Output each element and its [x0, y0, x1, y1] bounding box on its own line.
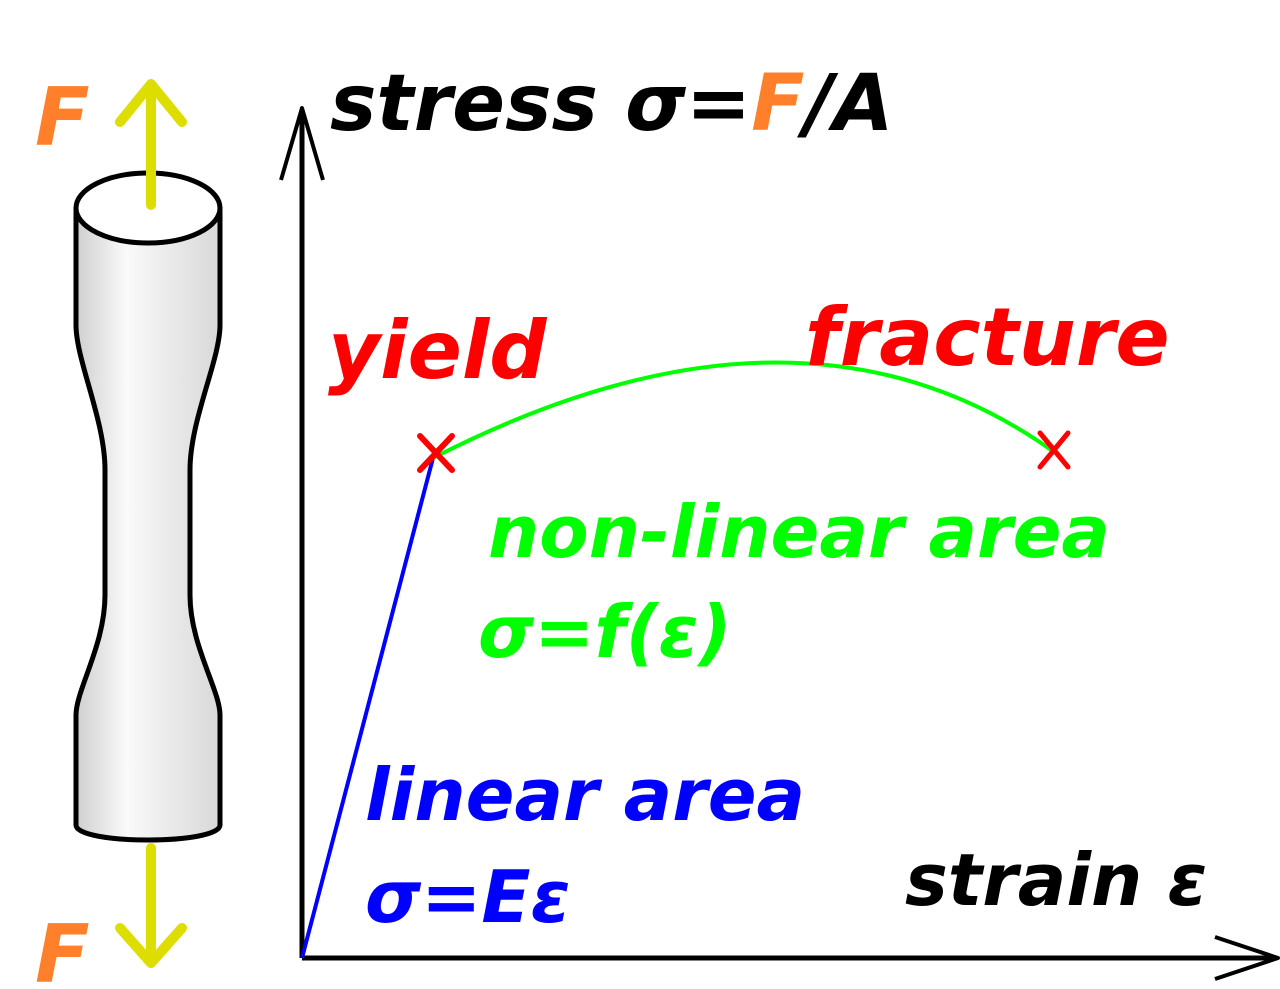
linear-area-label: linear area [365, 753, 805, 837]
y-axis [279, 106, 325, 958]
nonlinear-region-curve [432, 360, 1056, 460]
force-label-bottom: F [35, 908, 90, 989]
specimen-body [73, 205, 223, 843]
force-label-top: F [35, 71, 90, 164]
yield-label: yield [328, 304, 547, 397]
x-axis-label: strain ε [905, 838, 1207, 922]
yield-point-marker-icon [417, 433, 455, 473]
fracture-point-marker-icon [1037, 430, 1071, 470]
force-arrow-up-icon [115, 79, 187, 210]
tensile-specimen [73, 170, 223, 843]
y-axis-label-suffix: /A [797, 59, 894, 149]
linear-region-line [300, 457, 435, 959]
nonlinear-formula: σ=f(ε) [478, 590, 732, 674]
y-axis-label-prefix: stress σ= [330, 59, 751, 149]
force-arrow-down-icon [115, 843, 187, 968]
nonlinear-area-label: non-linear area [488, 490, 1110, 574]
linear-formula: σ=Eε [365, 855, 571, 939]
x-axis [302, 935, 1280, 981]
y-axis-label-force: F [751, 59, 804, 149]
fracture-label: fracture [805, 291, 1170, 384]
y-axis-label: stress σ=F/A [330, 59, 893, 149]
